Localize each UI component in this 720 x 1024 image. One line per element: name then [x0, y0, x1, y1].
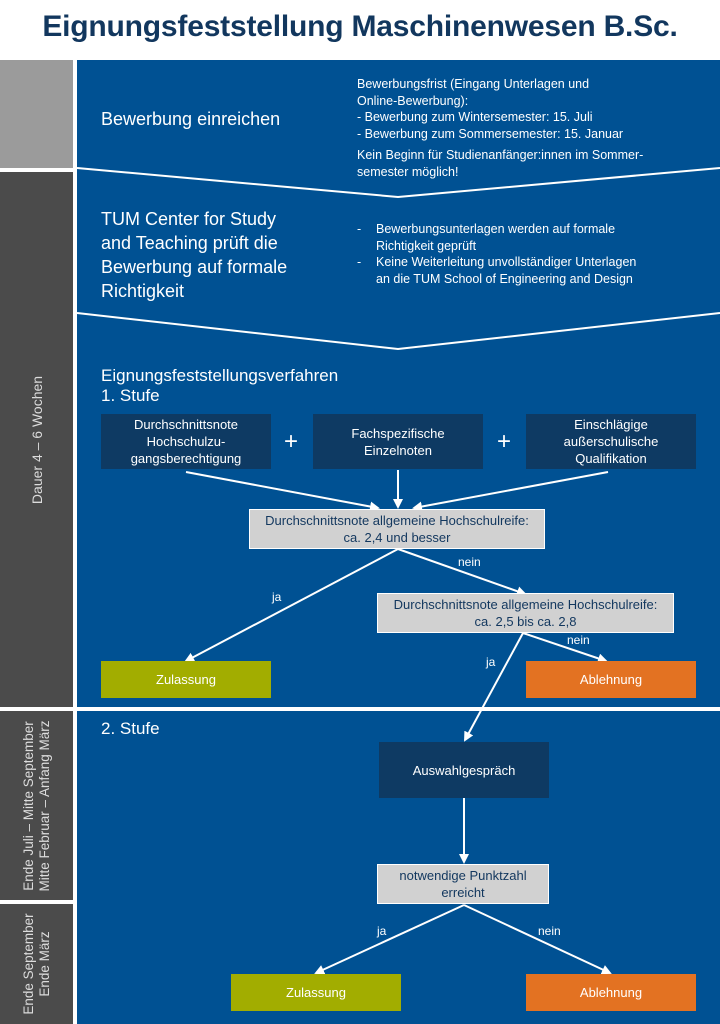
bullet-item: - Bewerbungsunterlagen werden auf formal… [357, 221, 636, 254]
yes-label: ja [377, 924, 387, 938]
decision-line: ca. 2,5 bis ca. 2,8 [474, 614, 577, 629]
arrow-decision1-no [397, 548, 527, 597]
bullet1-line2: Richtigkeit geprüft [376, 238, 477, 253]
stage2-reject-box: Ablehnung [526, 974, 696, 1011]
bullet2-line1: Keine Weiterleitung unvollständiger Unte… [376, 255, 637, 269]
interview-box: Auswahlgespräch [379, 742, 549, 798]
criterion-line: gangsberechtigung [130, 451, 242, 466]
step2-heading-line4: Richtigkeit [101, 281, 185, 301]
stage1-accept-box: Zulassung [101, 661, 271, 698]
criterion-line: Fachspezifische [351, 425, 445, 441]
deadline-title-line1: Bewerbungsfrist (Eingang Unterlagen und [357, 77, 590, 91]
criterion-line: außerschulische [563, 434, 659, 449]
decision-line: erreicht [441, 885, 485, 900]
step1-info: Bewerbungsfrist (Eingang Unterlagen und … [357, 76, 643, 180]
step2-bullets: - Bewerbungsunterlagen werden auf formal… [357, 221, 636, 287]
decision-line: notwendige Punktzahl [399, 868, 527, 883]
bullet-text: Keine Weiterleitung unvollständiger Unte… [376, 254, 636, 287]
sidebar-stage2-block: Ende Juli – Mitte September Mitte Februa… [0, 711, 73, 900]
stage1-heading: Eignungsfeststellungsverfahren 1. Stufe [101, 366, 338, 406]
arrow-decision3-yes [314, 904, 465, 975]
step1-heading: Bewerbung einreichen [101, 109, 281, 129]
decision-line: ca. 2,4 und besser [343, 530, 451, 545]
summer-note-line2: semester möglich! [357, 164, 459, 179]
step2-heading-line3: Bewerbung auf formale [101, 257, 288, 277]
criterion-extracurricular: Einschlägige außerschulische Qualifikati… [526, 414, 696, 469]
arrow-decision2-no [522, 632, 608, 664]
stage1-title: 1. Stufe [101, 386, 160, 405]
stage2-heading: 2. Stufe [101, 719, 160, 738]
chevron-divider-1 [76, 167, 720, 199]
no-label: nein [458, 555, 481, 569]
decision-points-reached: notwendige Punktzahl erreicht [377, 864, 549, 904]
arrow-decision2-yes [464, 632, 524, 742]
criterion-subject-grades: Fachspezifische Einzelnoten [313, 414, 483, 469]
arrow-criterion1 [185, 471, 380, 512]
bullet-marker: - [357, 222, 362, 236]
no-label: nein [567, 633, 590, 647]
decision-line: Durchschnittsnote allgemeine Hochschulre… [393, 597, 658, 612]
bullet-marker: - [357, 255, 362, 269]
bullet-item: - Keine Weiterleitung unvollständiger Un… [357, 254, 636, 287]
page-title: Eignungsfeststellung Maschinenwesen B.Sc… [42, 10, 678, 43]
deadline-winter: - Bewerbung zum Wintersemester: 15. Juli [357, 110, 593, 124]
summer-note-line1: Kein Beginn für Studienanfänger:innen im… [357, 148, 644, 162]
criterion-line: Einzelnoten [364, 442, 432, 458]
plus-sign: + [497, 428, 512, 455]
deadline-summer: - Bewerbung zum Sommersemester: 15. Janu… [357, 126, 624, 141]
criterion-line: Hochschulzu- [146, 434, 226, 449]
bullet2-line2: an die TUM School of Engineering and Des… [376, 271, 633, 286]
sidebar-result-block: Ende September Ende März [0, 904, 73, 1024]
decision-grade-2-4: Durchschnittsnote allgemeine Hochschulre… [249, 509, 545, 549]
sidebar-duration-block: Dauer 4 – 6 Wochen [0, 172, 73, 707]
no-label: nein [538, 924, 561, 938]
stage2-accept-box: Zulassung [231, 974, 401, 1011]
criterion-line: Durchschnittsnote [133, 417, 239, 432]
yes-label: ja [272, 590, 282, 604]
decision-line: Durchschnittsnote allgemeine Hochschulre… [265, 513, 529, 528]
sidebar-step1-block [0, 60, 73, 168]
decision-grade-2-5-to-2-8: Durchschnittsnote allgemeine Hochschulre… [377, 593, 674, 633]
criterion-line: Einschlägige [574, 417, 648, 432]
criterion-average-grade: Durchschnittsnote Hochschulzu- gangsbere… [101, 414, 271, 469]
arrow-criterion3 [412, 471, 609, 512]
yes-label: ja [486, 655, 496, 669]
bullet1-line1: Bewerbungsunterlagen werden auf formale [376, 222, 616, 236]
stage1-reject-box: Ablehnung [526, 661, 696, 698]
step2-heading: TUM Center for Study and Teaching prüft … [101, 207, 287, 303]
procedure-title: Eignungsfeststellungsverfahren [101, 366, 339, 385]
arrow-decision3-no [463, 904, 612, 975]
step2-heading-line2: and Teaching prüft die [101, 233, 278, 253]
chevron-divider-2 [76, 312, 720, 351]
step2-heading-line1: TUM Center for Study [101, 209, 277, 229]
criterion-line: Qualifikation [575, 451, 647, 466]
arrow-decision1-yes [184, 548, 399, 662]
plus-sign: + [284, 428, 299, 455]
bullet-text: Bewerbungsunterlagen werden auf formale … [376, 221, 615, 254]
deadline-title-line2: Online-Bewerbung): [357, 93, 469, 108]
